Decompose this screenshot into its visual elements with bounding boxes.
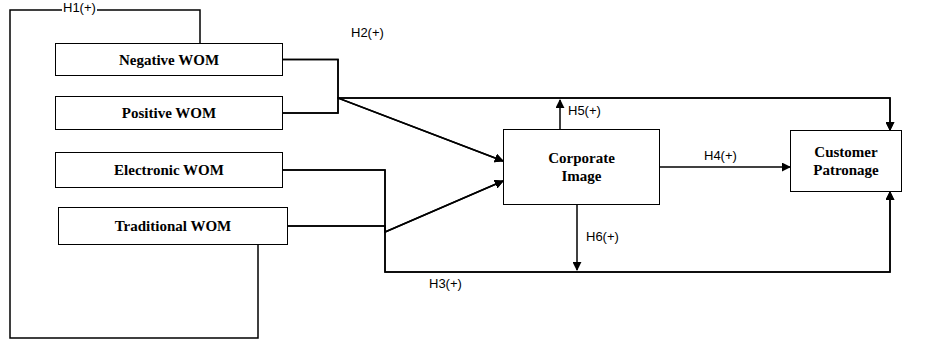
hypothesis-label: H5(+) [567,104,602,118]
concept-box: Electronic WOM [55,152,283,188]
moderation-arrow [559,100,561,129]
hypothesis-label: H2(+) [350,26,385,40]
node-text: Corporate Image [534,149,629,185]
path-arrow [660,166,790,168]
concept-box: Customer Patronage [790,130,902,192]
path-arrow [283,98,503,161]
concept-box: Negative WOM [55,43,283,76]
node-text: Electronic WOM [114,161,224,179]
moderation-arrow [576,205,578,270]
node-text: Positive WOM [122,104,216,122]
hypothesis-label: H1(+) [62,1,97,15]
concept-box: Traditional WOM [58,207,288,245]
path-arrow [288,181,503,232]
concept-box: Corporate Image [503,129,660,205]
hypothesis-label: H4(+) [703,149,738,163]
hypothesis-label: H3(+) [428,277,463,291]
path-arrow [283,170,503,232]
node-text: Negative WOM [119,51,219,69]
node-text: Customer Patronage [796,143,896,179]
path-arrow [283,98,890,130]
path-arrow [283,60,890,131]
hypothesis-label: H6(+) [585,230,620,244]
concept-box: Positive WOM [55,96,283,130]
node-text: Traditional WOM [115,217,232,235]
path-arrow [283,60,503,162]
